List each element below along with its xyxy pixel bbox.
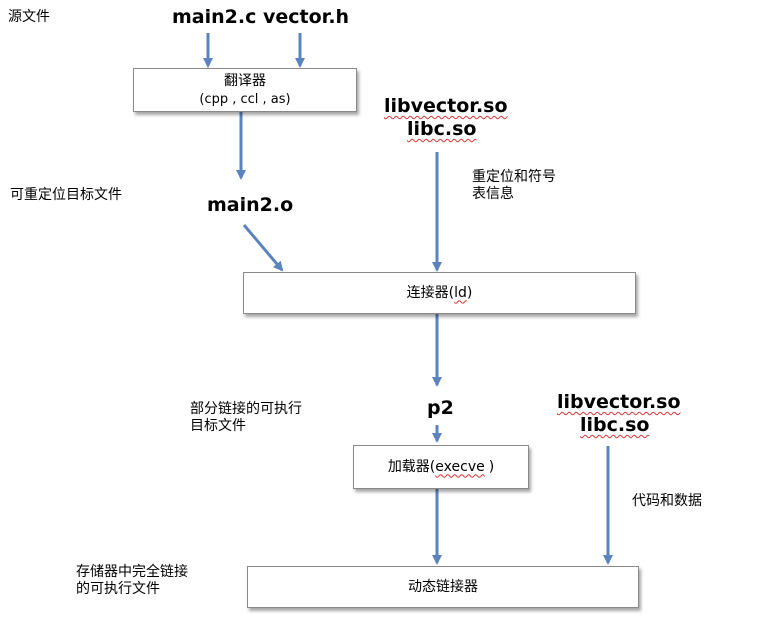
libvector-so-file: libvector.so (384, 95, 508, 117)
libvector-so-file-2: libvector.so (557, 391, 681, 413)
shared-libs-top: libvector.so libc.so (384, 95, 508, 141)
source-files-label: 源文件 (8, 9, 50, 25)
vector-h-file: vector.h (263, 6, 350, 28)
shared-libs-bottom: libvector.so libc.so (557, 391, 681, 437)
linker-label-suffix: ) (466, 284, 473, 301)
loader-label-prefix: 加载器( (387, 458, 436, 475)
reloc-symbol-info-label: 重定位和符号 表信息 (472, 169, 556, 203)
linker-label-prefix: 连接器( (406, 284, 455, 301)
loader-box: 加载器( execve ) (353, 445, 529, 489)
fully-linked-line1: 存储器中完全链接 (76, 564, 188, 580)
linker-box: 连接器( ld ) (243, 272, 636, 314)
p2-file: p2 (427, 397, 454, 419)
loader-tool-name: execve (435, 458, 485, 475)
main2-c-file: main2.c (172, 6, 257, 28)
reloc-symbol-info-line1: 重定位和符号 (472, 169, 556, 185)
translator-title: 翻译器 (224, 72, 266, 89)
loader-label-suffix: ) (488, 458, 495, 475)
arrow-main2o-to-linker (242, 224, 284, 272)
libc-so-file-2: libc.so (580, 413, 650, 436)
partially-linked-line1: 部分链接的可执行 (190, 401, 302, 417)
main2-o-file: main2.o (207, 194, 294, 216)
reloc-symbol-info-line2: 表信息 (472, 185, 514, 202)
libc-so-file: libc.so (407, 117, 477, 140)
partially-linked-label: 部分链接的可执行 目标文件 (190, 401, 302, 435)
dynamic-linker-label: 动态链接器 (408, 578, 478, 595)
dynamic-linker-box: 动态链接器 (247, 566, 639, 608)
relocatable-object-label: 可重定位目标文件 (10, 187, 122, 203)
translator-subtitle: (cpp , ccl , as) (199, 91, 291, 107)
translator-box: 翻译器 (cpp , ccl , as) (133, 68, 357, 112)
fully-linked-line2: 的可执行文件 (76, 580, 160, 597)
linker-tool-name: ld (454, 284, 467, 301)
partially-linked-line2: 目标文件 (190, 417, 246, 434)
fully-linked-label: 存储器中完全链接 的可执行文件 (76, 564, 188, 598)
code-and-data-label: 代码和数据 (632, 493, 702, 509)
